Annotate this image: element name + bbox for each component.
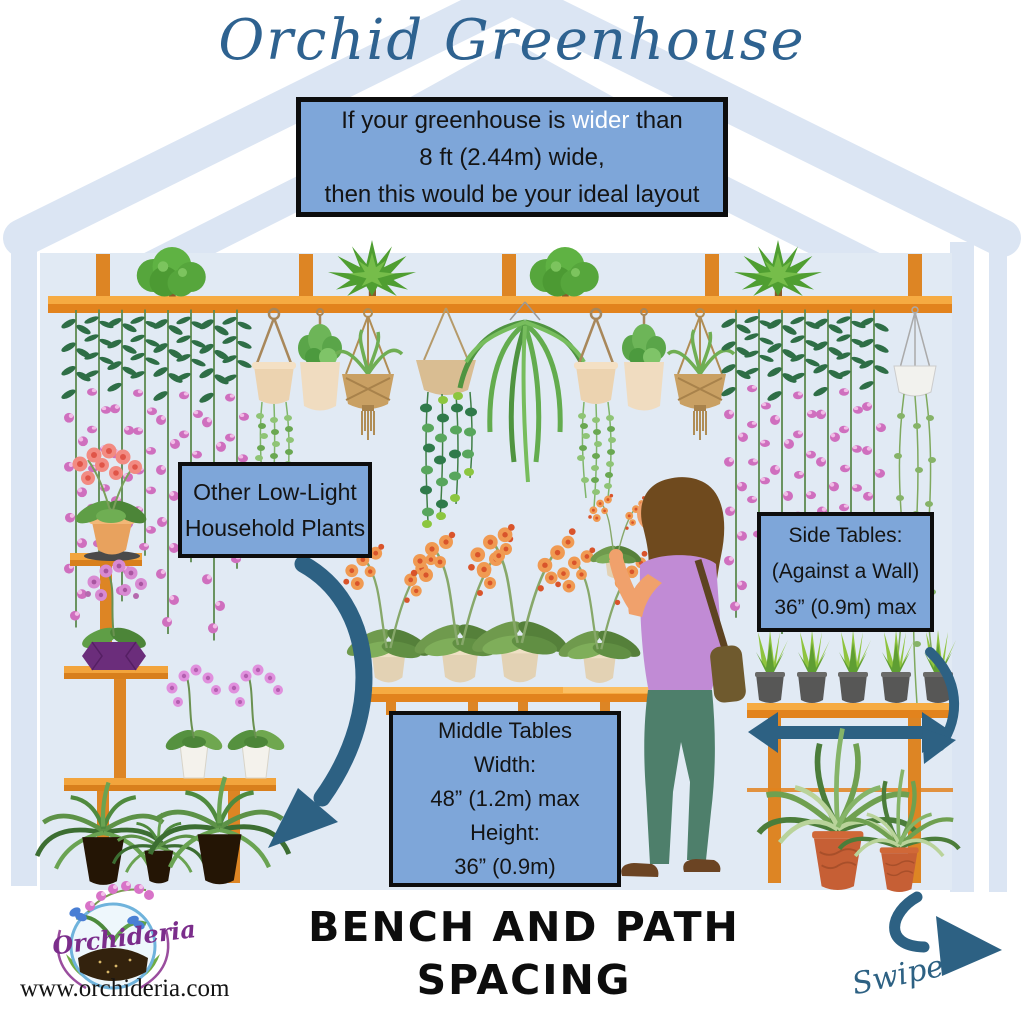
middle-tables-callout: Middle Tables Width: 48” (1.2m) max Heig… [389, 711, 621, 887]
intro-line2: 8 ft (2.44m) wide, [419, 143, 605, 171]
side-tables-callout: Side Tables: (Against a Wall) 36” (0.9m)… [757, 512, 934, 632]
intro-line1: If your greenhouse is wider than [341, 106, 683, 134]
intro-callout: If your greenhouse is wider than 8 ft (2… [296, 97, 728, 217]
coral-orchid [72, 443, 147, 561]
low-light-line2: Household Plants [184, 515, 366, 541]
low-light-callout: Other Low-Light Household Plants [178, 462, 372, 558]
middle-bench [342, 522, 650, 715]
logo-orchid-sprig [85, 881, 154, 911]
purple-pot-orchid [82, 559, 147, 671]
swipe-arrow-icon[interactable] [889, 891, 1002, 976]
footer-heading-line2: SPACING [416, 956, 632, 1004]
footer-heading: BENCH AND PATH SPACING [278, 901, 770, 1007]
low-light-line1: Other Low-Light [193, 479, 357, 505]
middle-tables-line1: Middle Tables [437, 718, 573, 743]
side-measure-arrow [922, 647, 960, 764]
website-url[interactable]: www.orchideria.com [20, 975, 230, 1002]
woman-illustration [609, 477, 746, 877]
middle-tables-line5: 36” (0.9m) [454, 854, 556, 879]
middle-tables-line2: Width: [473, 752, 537, 777]
highlight-wider: wider [572, 106, 630, 134]
footer-heading-line1: BENCH AND PATH [308, 903, 740, 951]
side-tables-line3: 36” (0.9m) max [774, 596, 917, 619]
orchideria-logo [56, 881, 170, 990]
tiered-orchid-shelf [37, 443, 289, 885]
hanging-rail [48, 254, 952, 313]
side-tables-line1: Side Tables: [788, 524, 903, 547]
middle-tables-line3: 48” (1.2m) max [430, 786, 580, 811]
curved-pointer-arrow [268, 555, 373, 848]
butterfly-icon [69, 907, 145, 930]
page-title: Orchid Greenhouse [218, 8, 806, 73]
middle-tables-line4: Height: [470, 820, 540, 845]
intro-line3: then this would be your ideal layout [324, 180, 700, 208]
side-tables-line2: (Against a Wall) [771, 560, 920, 583]
